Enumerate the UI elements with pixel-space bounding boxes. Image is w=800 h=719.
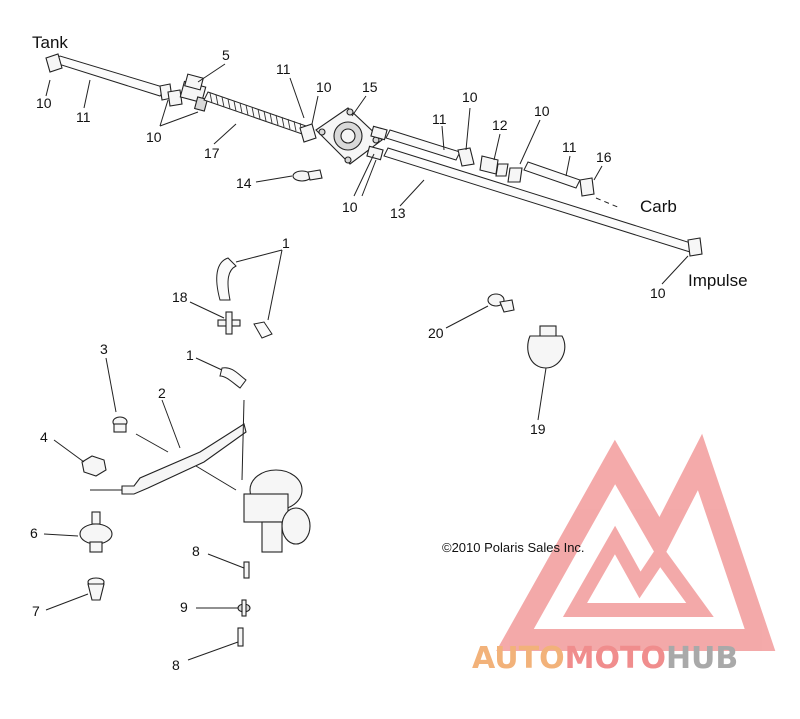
label-impulse: Impulse <box>688 271 748 290</box>
callout-18: 18 <box>172 289 188 305</box>
part-9-fitting <box>237 599 251 617</box>
part-1-hose-lower <box>219 367 247 389</box>
part-3-screw <box>112 416 128 433</box>
callout-7: 7 <box>32 603 40 619</box>
callout-11: 11 <box>76 109 91 125</box>
part-15-fuel-pump <box>315 107 388 165</box>
callout-4: 4 <box>40 429 48 445</box>
callout-1: 1 <box>186 347 194 363</box>
hose-impulse-13 <box>383 147 703 257</box>
callout-11: 11 <box>562 139 577 155</box>
watermark-word-moto: MOTO <box>565 641 666 676</box>
watermark-wordmark: AUTOMOTOHUB <box>472 641 738 676</box>
part-1-hose-upper <box>216 257 237 301</box>
part-18-tee <box>217 311 241 335</box>
callout-10: 10 <box>534 103 550 119</box>
part-2-bracket <box>121 423 247 495</box>
callout-10: 10 <box>650 285 666 301</box>
callout-10: 10 <box>316 79 332 95</box>
callout-10: 10 <box>342 199 358 215</box>
callout-16: 16 <box>596 149 612 165</box>
callout-13: 13 <box>390 205 406 221</box>
callout-5: 5 <box>222 47 230 63</box>
callout-10: 10 <box>36 95 52 111</box>
watermark-word-auto: AUTO <box>472 641 565 676</box>
watermark-triangle-inner <box>562 525 714 617</box>
part-7-grommet <box>87 577 105 601</box>
callout-10: 10 <box>462 89 478 105</box>
label-carb: Carb <box>640 197 677 216</box>
hose-tank-left <box>45 53 167 97</box>
part-20-bolt <box>487 293 515 313</box>
callout-20: 20 <box>428 325 444 341</box>
part-8-pin-lower <box>237 627 244 647</box>
callout-2: 2 <box>158 385 166 401</box>
watermark-triangle-outer <box>496 433 776 651</box>
copyright-notice: ©2010 Polaris Sales Inc. <box>442 540 585 555</box>
spring-hose-17 <box>203 91 313 137</box>
part-4-nut <box>81 455 107 477</box>
callout-11: 11 <box>276 61 291 77</box>
carburetor <box>241 399 311 553</box>
part-8-pin-upper <box>243 561 250 579</box>
callout-10: 10 <box>146 129 162 145</box>
part-14-bolt <box>292 169 323 182</box>
callout-17: 17 <box>204 145 220 161</box>
callout-8: 8 <box>192 543 200 559</box>
label-tank: Tank <box>32 33 68 52</box>
part-6-mount <box>79 511 113 553</box>
part-5-fitting <box>179 73 209 112</box>
callout-14: 14 <box>236 175 252 191</box>
callout-19: 19 <box>530 421 546 437</box>
callout-11: 11 <box>432 111 447 127</box>
watermark-word-hub: HUB <box>666 641 738 676</box>
leader-lines <box>43 63 689 661</box>
hose-carb-upper <box>385 129 621 209</box>
clamp-10-left-b <box>167 89 183 107</box>
part-1-hose-straight <box>253 321 273 339</box>
callout-12: 12 <box>492 117 508 133</box>
callout-15: 15 <box>362 79 378 95</box>
part-19-clamp <box>527 325 566 369</box>
watermark-logo <box>496 433 776 651</box>
clamp-10-mid <box>299 123 317 143</box>
callout-1: 1 <box>282 235 290 251</box>
callout-6: 6 <box>30 525 38 541</box>
callout-9: 9 <box>180 599 188 615</box>
callout-8: 8 <box>172 657 180 673</box>
callout-3: 3 <box>100 341 108 357</box>
